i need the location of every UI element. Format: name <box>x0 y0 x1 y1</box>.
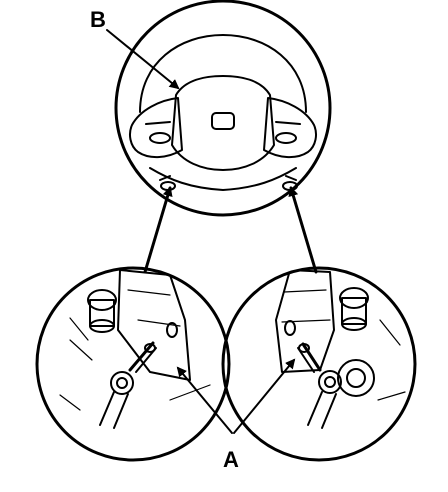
wheel-rim-outer <box>114 0 332 217</box>
left-access-hole <box>160 181 176 191</box>
right-spoke <box>263 97 317 158</box>
right-detail-frame <box>221 266 417 462</box>
left-spoke <box>129 97 183 158</box>
wheel-rim-inner <box>139 34 307 113</box>
left-switch-icon <box>149 132 171 144</box>
steering-wheel <box>114 0 332 217</box>
callout-a-leader-right <box>233 358 296 434</box>
right-detail-view <box>221 266 417 462</box>
label-a: A <box>223 447 239 472</box>
left-detail-frame <box>35 266 231 462</box>
emblem-icon <box>211 112 235 130</box>
left-detail-arrow <box>143 186 173 274</box>
callout-b-leader <box>106 29 180 90</box>
callout-a-leader-left <box>176 366 233 434</box>
right-switch-icon <box>275 132 297 144</box>
right-detail-arrow <box>288 186 318 274</box>
left-detail-view <box>35 266 231 462</box>
airbag-hub <box>171 75 275 171</box>
lower-spoke <box>149 167 297 191</box>
label-b: B <box>90 7 106 32</box>
